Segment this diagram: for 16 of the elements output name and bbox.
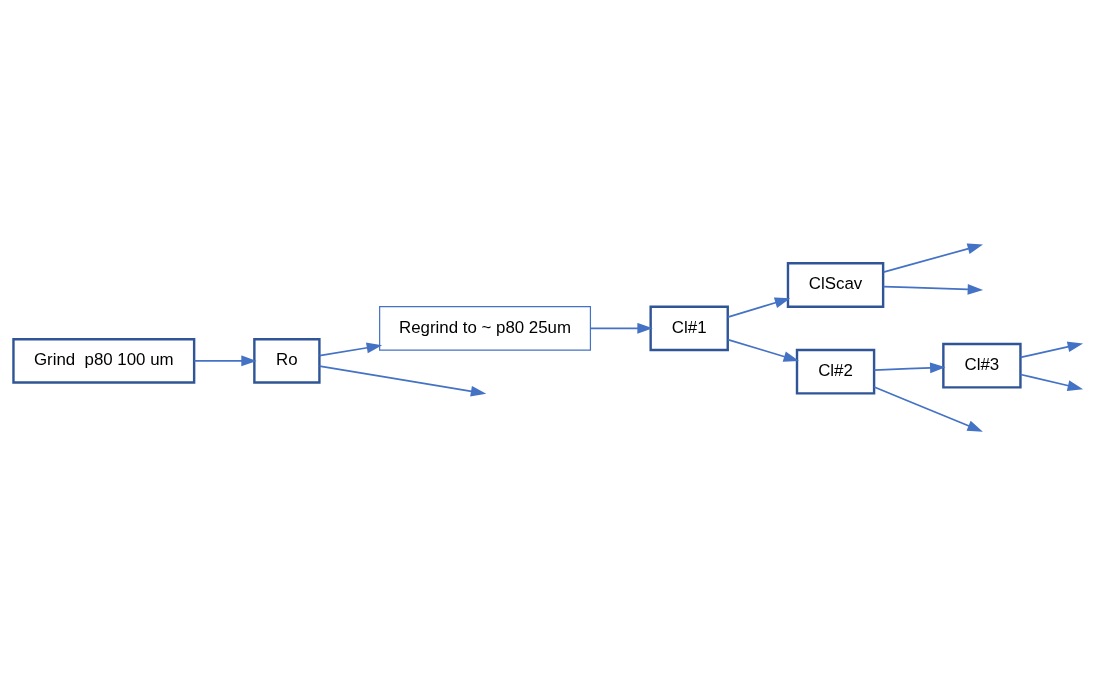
- arrow: [318, 364, 487, 397]
- arrow: [727, 297, 791, 318]
- arrow: [589, 322, 653, 334]
- node-box: ClScav: [786, 261, 885, 308]
- arrow: [882, 283, 984, 295]
- arrow: [882, 243, 983, 273]
- node-box: Cl#2: [795, 348, 876, 395]
- node-box: Cl#1: [649, 304, 729, 351]
- arrow: [727, 338, 800, 362]
- node-box: Grind p80 100 um: [12, 337, 196, 384]
- arrow: [318, 341, 383, 356]
- node-box: Cl#3: [942, 342, 1022, 389]
- node-box: Regrind to ~ p80 25um: [379, 305, 592, 351]
- arrow: [193, 354, 257, 366]
- arrow: [873, 361, 946, 373]
- node-box: Ro: [253, 337, 321, 384]
